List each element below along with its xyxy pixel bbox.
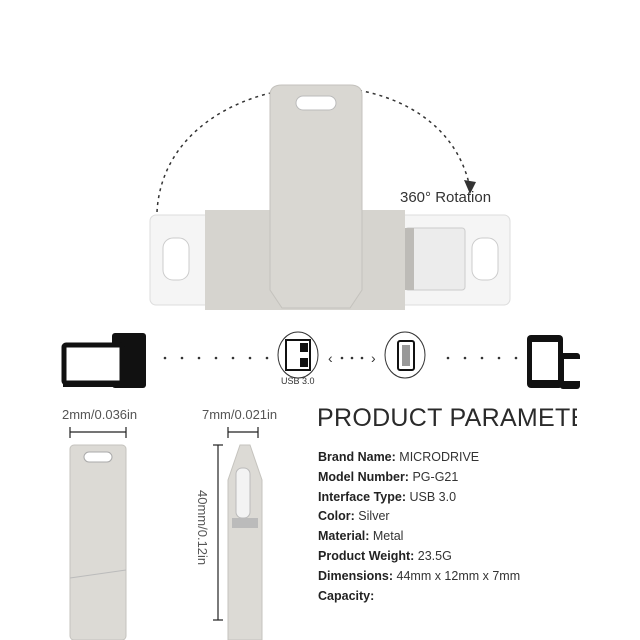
parameter-label: Interface Type:	[318, 489, 406, 504]
front-view-drive	[69, 444, 127, 640]
usb-port-icon	[277, 331, 319, 379]
parameter-value: Silver	[358, 509, 390, 524]
parameter-label: Capacity:	[318, 588, 375, 603]
arrow-head-icon	[464, 180, 476, 194]
rotation-illustration	[149, 84, 511, 310]
parameter-row: Color: Silver	[318, 509, 390, 523]
parameter-row: Capacity:	[318, 589, 374, 603]
parameters-title: PRODUCT PARAMETER	[317, 404, 577, 432]
connection-row: ‹ ›	[61, 331, 580, 389]
dotted-line	[163, 356, 518, 360]
thickness-dimension-label: 7mm/0.021in	[202, 407, 278, 422]
tablet-phone-icon	[527, 335, 580, 389]
rotation-label: 360° Rotation	[400, 189, 492, 206]
parameter-value: 23.5G	[417, 549, 452, 563]
parameter-value: PG-G21	[412, 469, 459, 484]
parameter-label: Product Weight:	[318, 549, 415, 563]
parameter-label: Brand Name:	[318, 450, 396, 464]
parameter-value: MICRODRIVE	[399, 450, 480, 464]
parameter-label: Dimensions:	[318, 568, 394, 583]
parameter-row: Material: Metal	[318, 529, 403, 543]
parameter-value: USB 3.0	[409, 489, 457, 504]
parameter-label: Model Number:	[318, 469, 409, 484]
parameter-row: Model Number: PG-G21	[318, 470, 458, 484]
parameter-value: 44mm x 12mm x 7mm	[396, 568, 521, 583]
svg-text:›: ›	[371, 350, 376, 366]
metal-swivel	[269, 84, 363, 309]
usb-label: USB 3.0	[281, 376, 315, 386]
parameter-row: Dimensions: 44mm x 12mm x 7mm	[318, 569, 520, 583]
parameter-label: Color:	[318, 509, 355, 524]
lightning-port-icon	[384, 331, 426, 379]
width-dimension-label: 2mm/0.036in	[62, 407, 138, 422]
laptop-icon	[61, 333, 146, 388]
dimension-views	[69, 427, 263, 640]
parameter-row: Brand Name: MICRODRIVE	[318, 450, 479, 464]
parameter-row: Product Weight: 23.5G	[318, 549, 452, 563]
bidirectional-arrow-icon: ‹	[328, 350, 333, 366]
parameter-row: Interface Type: USB 3.0	[318, 490, 456, 504]
parameter-value: Metal	[372, 529, 404, 544]
parameter-label: Material:	[318, 529, 370, 544]
side-view-drive	[227, 444, 263, 640]
